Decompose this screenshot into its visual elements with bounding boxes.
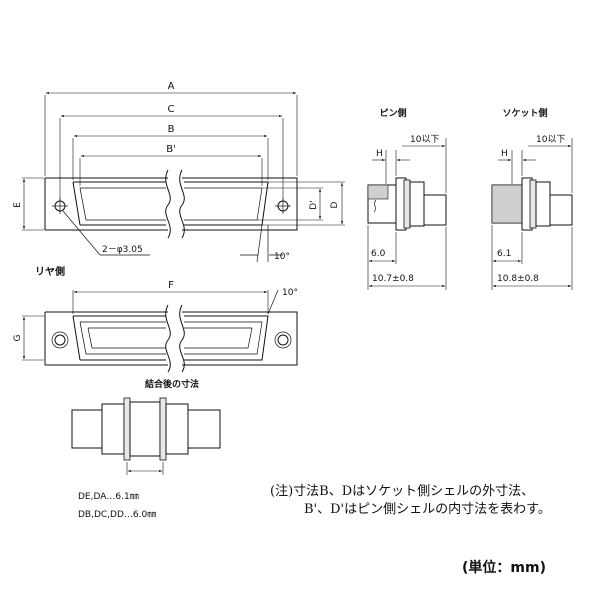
note-block: (注)寸法B、Dはソケット側シェルの外寸法、 B'、D'はピン側シェルの内寸法を… xyxy=(270,484,551,517)
dim-E-label: E xyxy=(13,202,23,208)
dim-B-prime-label: B' xyxy=(166,144,176,155)
pin-max-label: 10以下 xyxy=(410,135,439,145)
socket-H-label: H xyxy=(501,149,508,159)
socket-side-view: ソケット側 H 10以下 6.1 10.8±0.8 xyxy=(491,107,573,290)
socket-max-label: 10以下 xyxy=(536,135,565,145)
mated-view: 結合後の寸法 DE,DA…6.1㎜ DB,DC,DD…6.0㎜ xyxy=(71,378,221,520)
mated-title: 結合後の寸法 xyxy=(145,378,199,390)
dim-A-label: A xyxy=(168,81,175,92)
pin-dim-6: 6.0 xyxy=(371,249,386,259)
dim-D-prime-label: D' xyxy=(309,200,319,209)
note-line-1: (注)寸法B、Dはソケット側シェルの外寸法、 xyxy=(270,484,534,499)
note-line-2: B'、D'はピン側シェルの内寸法を表わす。 xyxy=(304,501,551,517)
pin-dim-length: 10.7±0.8 xyxy=(372,274,414,284)
dim-D-label: D xyxy=(330,201,340,208)
rear-view-title: リヤ側 xyxy=(35,265,65,278)
hole-callout: 2－φ3.05 xyxy=(102,245,143,255)
dim-F-label: F xyxy=(168,280,174,291)
dim-G-label: G xyxy=(13,334,23,341)
socket-dim-6: 6.1 xyxy=(497,249,511,259)
pin-side-title: ピン側 xyxy=(379,107,406,119)
mated-line-2: DB,DC,DD…6.0㎜ xyxy=(78,510,156,520)
pin-side-view: ピン側 H 10以下 6.0 10.7±0.8 xyxy=(367,107,447,290)
front-angle-label: 10° xyxy=(274,252,290,262)
rear-angle-label: 10° xyxy=(282,288,298,298)
dim-C-label: C xyxy=(168,104,175,115)
pin-H-label: H xyxy=(376,149,383,159)
front-view: A C B B' E D' D 2－φ3.05 xyxy=(13,81,345,263)
socket-side-title: ソケット側 xyxy=(502,107,547,119)
socket-dim-length: 10.8±0.8 xyxy=(497,274,539,284)
dim-B-label: B xyxy=(168,124,175,135)
rear-view: リヤ側 F 10° G xyxy=(13,265,298,373)
unit-label: (単位：mm) xyxy=(462,559,546,576)
mated-line-1: DE,DA…6.1㎜ xyxy=(78,492,139,502)
